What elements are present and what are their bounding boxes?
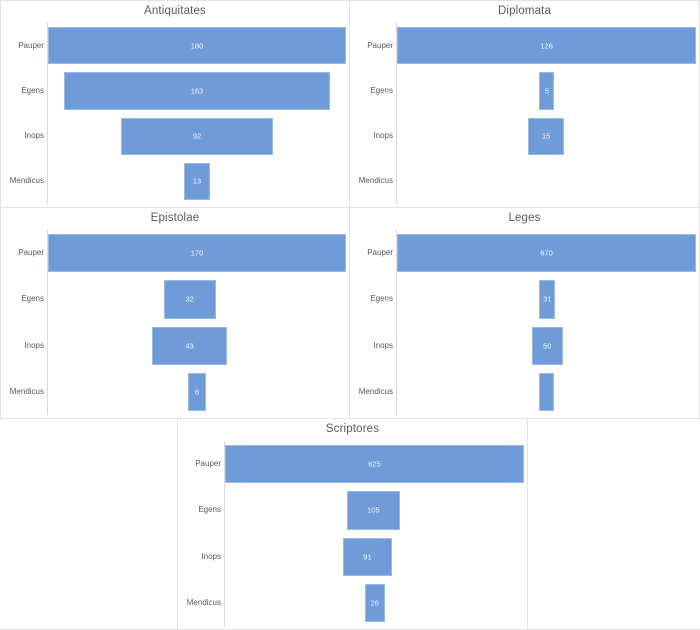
category-label: Egens <box>198 505 221 515</box>
category-label: Mendicus <box>358 176 393 186</box>
bar-value-label: 31 <box>543 294 552 304</box>
plot-area: Pauper 126 Egens 5 Inops 15 Mendicus <box>359 23 696 204</box>
category-axis-line <box>47 230 48 415</box>
bar-value-label: 91 <box>363 552 372 562</box>
chart-title: Scriptores <box>325 423 380 435</box>
bar-row: Inops 91 <box>201 534 524 580</box>
bar-row: Egens 32 <box>21 276 346 322</box>
bar[interactable]: 5 <box>539 72 555 110</box>
category-label: Inops <box>201 551 221 561</box>
category-label: Mendicus <box>358 386 393 396</box>
bar-value-label: 15 <box>542 131 551 141</box>
category-label: Egens <box>370 294 393 304</box>
chart-title: Epistolae <box>150 212 200 224</box>
bar[interactable]: 43 <box>152 326 227 365</box>
plot-area: Pauper 180 Egens 163 Inops 92 Mendicus 1… <box>10 23 346 204</box>
bar[interactable] <box>539 372 554 411</box>
bar-row: Pauper 625 <box>195 441 524 487</box>
chart-title: Diplomata <box>497 5 552 17</box>
bar-row: Mendicus 13 <box>10 159 346 204</box>
bar-value-label: 6 <box>194 387 200 397</box>
category-label: Mendicus <box>9 176 44 186</box>
bar[interactable]: 32 <box>163 280 216 319</box>
empty-cell-left <box>0 418 178 630</box>
bar[interactable]: 126 <box>397 27 696 65</box>
bar-value-label: 105 <box>367 505 380 515</box>
bar-value-label: 13 <box>192 176 202 186</box>
category-axis-line <box>47 23 48 204</box>
category-axis-line <box>396 23 397 204</box>
bar[interactable]: 163 <box>64 72 330 110</box>
chart-panel-antiquitates[interactable]: Antiquitates Pauper 180 Egens 163 Inops … <box>0 0 350 208</box>
bar-row: Pauper 670 <box>367 230 696 276</box>
chart-title: Leges <box>508 212 541 224</box>
category-label: Inops <box>24 340 44 350</box>
category-label: Egens <box>370 85 393 95</box>
bar[interactable]: 91 <box>342 537 393 576</box>
empty-cell-right <box>527 418 700 630</box>
bar[interactable]: 15 <box>527 117 565 155</box>
category-label: Inops <box>373 131 393 141</box>
bar[interactable]: 6 <box>188 372 206 411</box>
bar-row: Mendicus 26 <box>187 580 524 626</box>
chart-panel-scriptores[interactable]: Scriptores Pauper 625 Egens 105 Inops 91… <box>177 418 528 630</box>
chart-panel-epistolae[interactable]: Epistolae Pauper 170 Egens 32 Inops 43 M… <box>0 207 350 419</box>
category-axis-line <box>224 441 225 626</box>
bar-value-label: 126 <box>540 41 553 51</box>
category-label: Egens <box>21 294 44 304</box>
plot-area: Pauper 170 Egens 32 Inops 43 Mendicus 6 <box>10 230 346 415</box>
bar-row: Egens 163 <box>21 68 346 113</box>
bar-row: Pauper 180 <box>18 23 346 68</box>
bar-value-label: 163 <box>190 86 204 96</box>
bar-row: Egens 105 <box>198 487 524 533</box>
category-label: Pauper <box>18 248 44 258</box>
bar[interactable]: 180 <box>48 27 346 65</box>
bar[interactable]: 625 <box>225 445 524 484</box>
bar-value-label: 32 <box>185 294 194 304</box>
category-label: Pauper <box>367 248 393 258</box>
bar-row: Inops 15 <box>373 114 696 159</box>
bar-value-label: 26 <box>370 598 379 608</box>
bar[interactable]: 26 <box>364 583 385 622</box>
bar[interactable]: 50 <box>531 326 563 365</box>
bar[interactable]: 105 <box>346 491 400 530</box>
bar-value-label: 5 <box>544 86 549 96</box>
bar-value-label: 180 <box>190 41 204 51</box>
bar-value-label: 50 <box>543 341 552 351</box>
bar-row: Egens 31 <box>370 276 696 322</box>
bar-row: Mendicus <box>359 369 696 415</box>
category-label: Inops <box>373 340 393 350</box>
category-label: Inops <box>24 131 44 141</box>
bar-row: Inops 92 <box>24 114 346 159</box>
plot-area: Pauper 670 Egens 31 Inops 50 Mendicus <box>359 230 696 415</box>
bar-value-label: 43 <box>185 341 194 351</box>
bar-row: Pauper 126 <box>367 23 696 68</box>
category-axis-line <box>396 230 397 415</box>
chart-panel-diplomata[interactable]: Diplomata Pauper 126 Egens 5 Inops 15 Me… <box>349 0 700 208</box>
bar-row: Pauper 170 <box>18 230 346 276</box>
bar-row: Inops 43 <box>24 323 346 369</box>
bar-row: Inops 50 <box>373 323 696 369</box>
category-label: Mendicus <box>9 386 44 396</box>
bar[interactable]: 670 <box>397 234 696 273</box>
bar-value-label: 92 <box>192 131 202 141</box>
bar-value-label: 170 <box>190 248 204 258</box>
plot-area: Pauper 625 Egens 105 Inops 91 Mendicus 2… <box>187 441 524 626</box>
bar[interactable]: 31 <box>539 280 556 319</box>
bar[interactable]: 92 <box>121 117 273 155</box>
category-label: Pauper <box>367 40 393 50</box>
bar-value-label: 670 <box>540 248 553 258</box>
bar[interactable]: 13 <box>183 162 211 200</box>
category-label: Pauper <box>195 459 221 469</box>
category-label: Mendicus <box>186 597 221 607</box>
category-label: Pauper <box>18 40 44 50</box>
bar-row: Mendicus <box>359 159 696 204</box>
bar-value-label: 625 <box>368 459 381 469</box>
category-label: Egens <box>21 85 44 95</box>
bar-row: Mendicus 6 <box>10 369 346 415</box>
bar-row: Egens 5 <box>370 68 696 113</box>
bar[interactable]: 170 <box>48 234 346 273</box>
chart-title: Antiquitates <box>144 5 206 17</box>
chart-panel-leges[interactable]: Leges Pauper 670 Egens 31 Inops 50 Mendi… <box>349 207 700 419</box>
